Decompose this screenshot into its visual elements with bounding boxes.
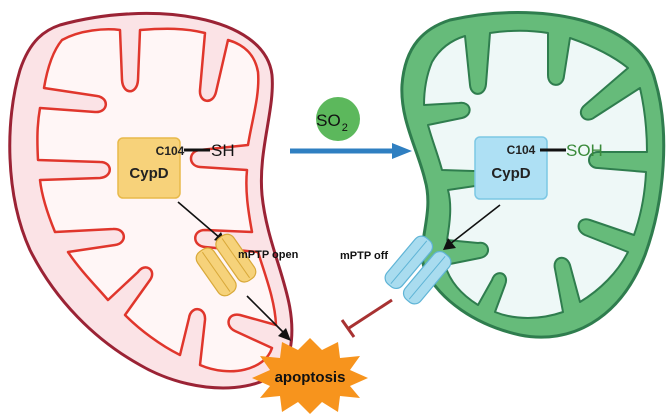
apoptosis-label: apoptosis [275, 369, 346, 386]
apoptosis-star [252, 338, 368, 414]
left-cypd-label: CypD [129, 165, 168, 182]
inhibition-line [340, 298, 393, 338]
so2-treatment: SO2 [316, 97, 360, 141]
transition-arrow [290, 143, 412, 159]
right-cypd-box [474, 136, 548, 200]
left-pore-label: mPTP open [238, 249, 299, 261]
left-mitochondrion [8, 11, 294, 390]
right-mptp-pore [384, 235, 452, 305]
right-residue-label: C104 [507, 143, 536, 157]
right-group-label: SOH [566, 141, 603, 160]
right-cypd-label: CypD [491, 165, 530, 182]
right-pore-label: mPTP off [340, 250, 388, 262]
right-cypd-group: CypD C104 SOH [474, 136, 603, 200]
so2-label: SO2 [316, 111, 348, 134]
left-cypd-box [117, 137, 181, 199]
apoptosis-arrow [246, 295, 291, 341]
so2-subscript: 2 [342, 122, 348, 134]
right-deactivation-arrow [443, 204, 501, 250]
left-group-label: SH [211, 141, 235, 160]
left-mptp-pore [195, 233, 257, 297]
left-residue-label: C104 [156, 144, 185, 158]
left-cypd-group: CypD C104 SH [117, 137, 235, 199]
so2-circle [316, 97, 360, 141]
apoptosis-burst: apoptosis [252, 338, 368, 414]
